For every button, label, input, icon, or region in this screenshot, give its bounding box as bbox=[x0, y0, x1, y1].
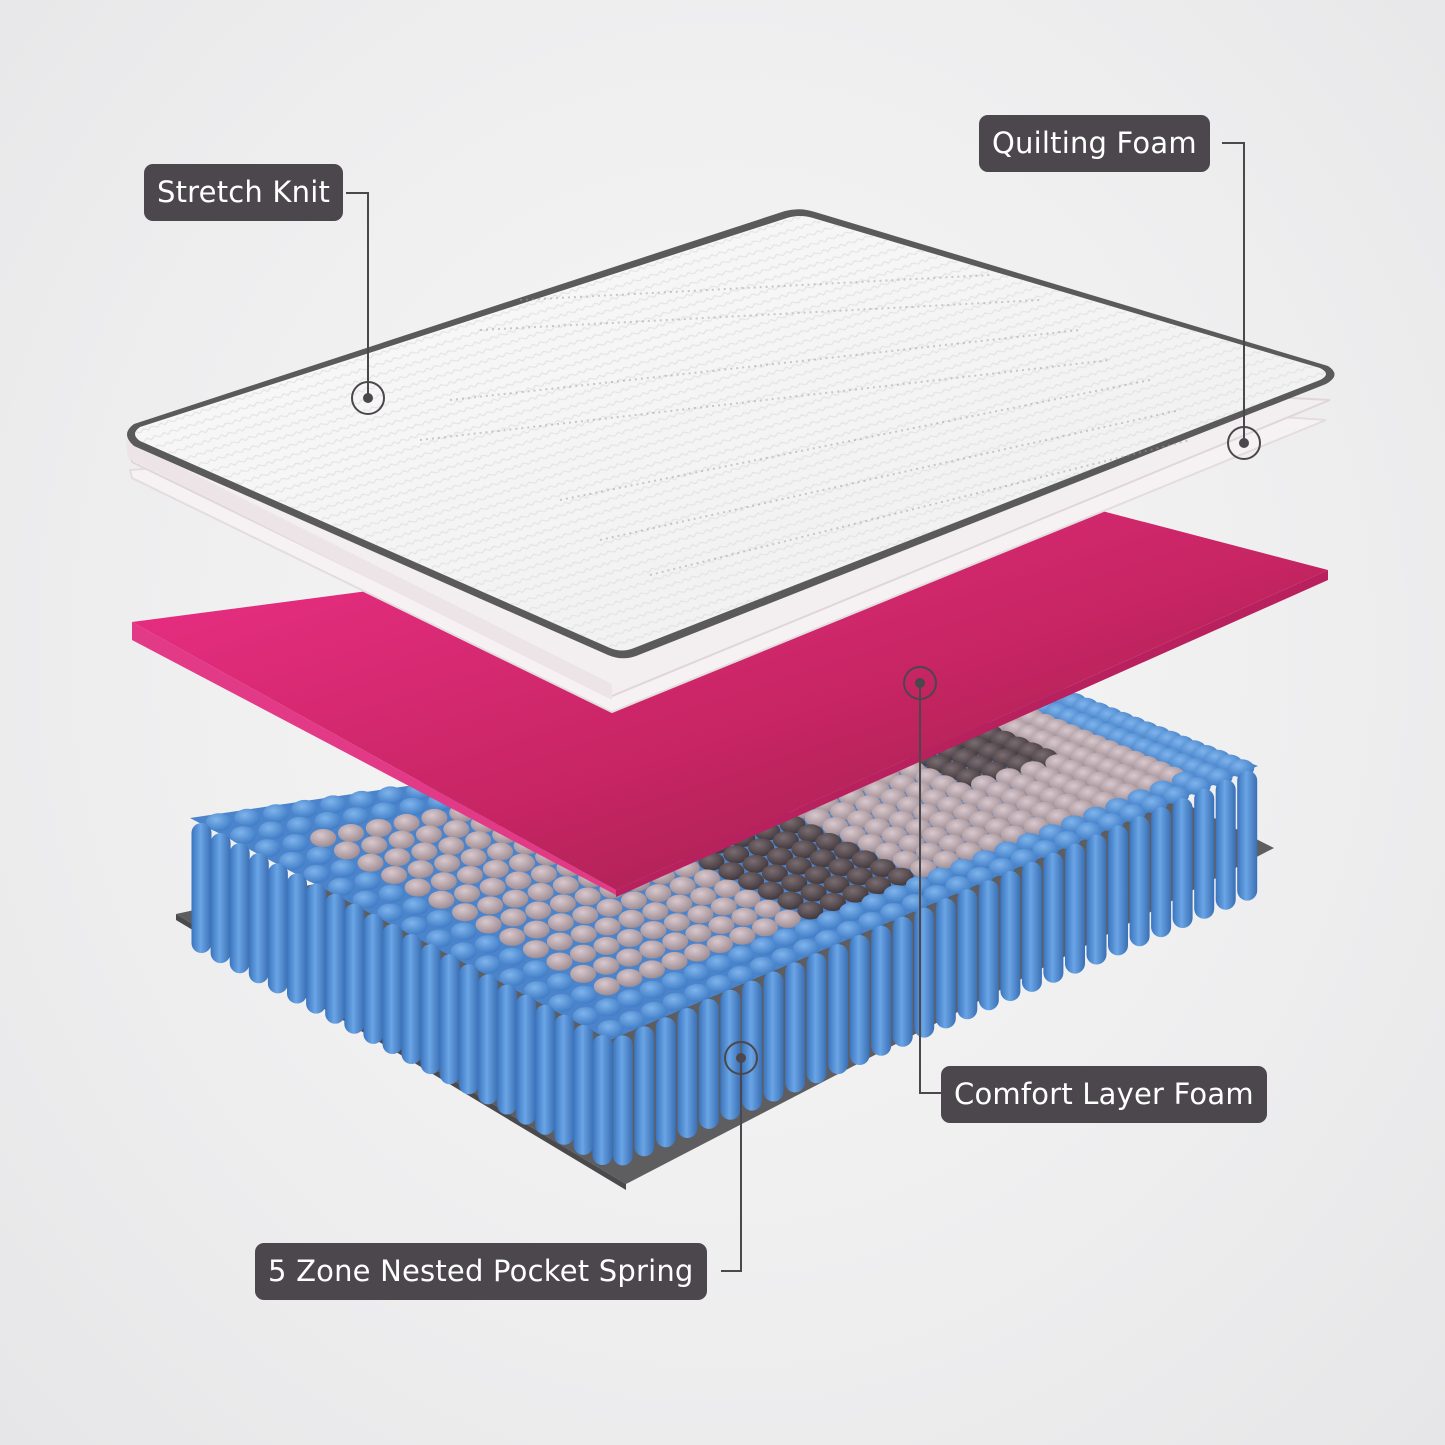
label-pocket-spring: 5 Zone Nested Pocket Spring bbox=[255, 1243, 707, 1300]
label-stretch-knit: Stretch Knit bbox=[144, 164, 344, 221]
leader-lines bbox=[346, 142, 1245, 1272]
marker-quilting-foam bbox=[1227, 426, 1261, 460]
marker-pocket-spring bbox=[724, 1041, 758, 1075]
stretch-knit-cover bbox=[127, 209, 1335, 659]
marker-comfort-layer-foam bbox=[903, 666, 937, 700]
label-comfort-layer-foam: Comfort Layer Foam bbox=[941, 1066, 1267, 1123]
label-quilting-foam: Quilting Foam bbox=[979, 115, 1210, 172]
marker-stretch-knit bbox=[351, 381, 385, 415]
